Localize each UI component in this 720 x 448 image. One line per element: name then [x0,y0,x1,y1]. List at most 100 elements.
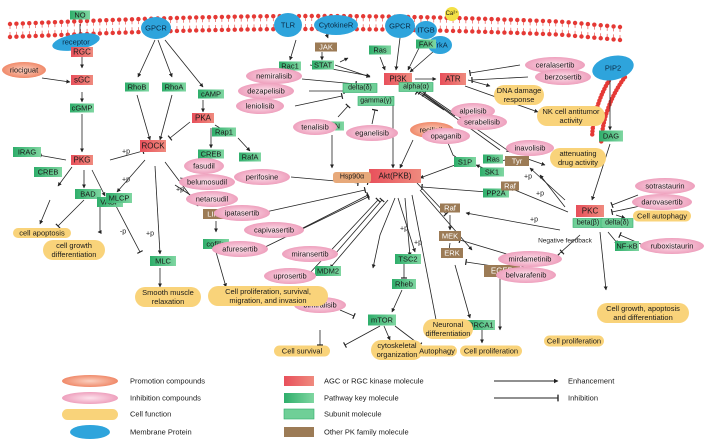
lipid-head [194,28,199,33]
hsp90-box [333,172,371,183]
perifosine-compound: perifosine [234,169,290,185]
serabelisib-compound-shape [457,114,507,130]
gpcr-mid-protein: GPCR [385,14,415,38]
lipid-head [547,31,552,37]
pkc-node-box [576,205,604,217]
lipid-head [450,28,456,34]
lipid-head [547,18,552,24]
ras-top-node-box [369,45,391,55]
ipatasertib-compound-shape [214,205,270,221]
legend-promotion-swatch [62,375,118,387]
apoptosis-function-label: cell apoptosis [19,229,65,238]
rap1-node-box [212,127,236,137]
berzosertib-compound-label: berzosertib [544,73,581,82]
eganelisib-compound-label: eganelisib [355,129,389,138]
receptor-protein-label: receptor [62,38,90,47]
rhoa-node: RhoA [162,82,186,92]
tlr-protein-label: TLR [281,21,296,30]
legend-inhibition-line: Inhibition [494,394,598,403]
pkc-raf-mid-p-label: +p [530,217,538,224]
mdm2-node-label: MDM2 [317,267,339,276]
lipid-head [590,132,595,137]
rafa-node-box [239,152,261,162]
tsc2-node-box [395,254,421,264]
lipid-head [367,14,372,19]
legend-pathway-label: Pathway key molecule [324,394,399,403]
belumosudil-compound-label: belumosudil [187,178,227,187]
pp2a-node-box [483,188,509,198]
belvarafenib-compound: belvarafenib [496,267,556,283]
riociguat-compound: riociguat [2,62,46,78]
lipid-head [367,27,372,32]
lipid-head [200,28,205,33]
rap1-node: Rap1 [212,127,236,137]
legend-agc: AGC or RGC kinase molecule [284,376,424,386]
negative-feedback-label: Negative feedback [538,238,593,245]
lipid-head [515,30,520,36]
lipid-head [303,26,308,32]
cell-autophagy-function: Cell autophagy [633,210,691,222]
itgb-protein-shape [415,21,437,39]
lipid-head [617,24,623,30]
rheb-node-box [392,279,416,289]
rgc-node: RGC [71,47,93,57]
mlcp-node-label: MLCP [109,194,130,203]
cytoskeletal-function-box [371,340,423,360]
cofilin-node: cofilin [203,239,229,249]
inavolisib-compound-shape [506,140,554,156]
leniolisib-compound-shape [236,98,284,114]
prolif-brca-function: Cell proliferation [460,345,522,357]
atr-node-label: ATR [445,75,461,84]
legend-enhancement: Enhancement [494,377,615,386]
lipid-head [52,19,58,25]
tyr-node-box [505,156,529,166]
akt-neuronal2-edge [411,194,440,331]
legend-other-label: Other PK family molecule [324,428,409,437]
lipid-head [438,15,443,20]
growth-diff-function-label-line: differentiation [52,250,97,259]
lipid-head [534,18,539,23]
mtor-node-label: mTOR [371,316,394,325]
leniolisib-compound: leniolisib [236,98,284,114]
serabelisib-alpha-edge [421,91,456,117]
lipid-head [598,23,603,28]
gpcr-left-protein: GPCR [141,17,171,39]
lipid-head [33,33,38,39]
mtor-cyto-edge [383,325,391,341]
fak-pi3k-edge [407,45,421,71]
lipid-head [20,21,26,26]
alpha-subunit-box [398,82,434,92]
lipid-head [264,27,270,32]
dag-node-label: DAG [603,132,619,141]
lipid-head [444,28,449,33]
mirdametinib-compound-label: mirdametinib [509,255,552,264]
leniolisib-delta-edge [294,92,344,107]
akt-neuronal-edge [397,197,416,253]
ras-right-node-label: Ras [486,155,500,164]
bad-apoptosis-edge [55,199,85,229]
legend-promotion-label: Promotion compounds [130,377,205,386]
miransertib-compound-shape [282,246,338,262]
lipid-head [104,17,109,23]
lipid-head [27,21,32,26]
lipid-head [560,19,565,24]
s1p-node-label: S1P [458,158,472,167]
lipid-head [14,34,19,39]
prolif-brca-function-label: Cell proliferation [464,347,518,356]
lipid-head [129,30,135,35]
prolif-long-function-label-line: Cell proliferation, survival, [225,287,311,296]
gamma-subunit-box [357,96,395,106]
lipid-head [521,30,526,36]
atr-dna-edge [467,79,491,87]
lipid-head [174,28,180,34]
lipid-head [373,27,379,32]
uprosertib-compound-shape [264,268,316,284]
lipid-head [206,27,212,33]
alpelisib-compound-label: alpelisib [459,107,486,116]
rhoa-rock-edge [158,94,173,141]
